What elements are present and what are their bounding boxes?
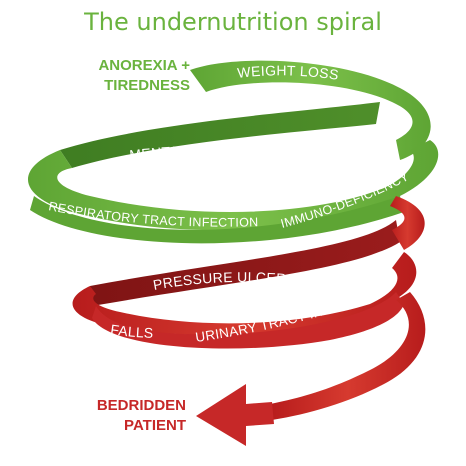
end-label-line1: BEDRIDDEN bbox=[97, 397, 186, 414]
end-label-line2: PATIENT bbox=[124, 417, 186, 434]
red-ribbon-lower-band bbox=[92, 292, 404, 349]
red-ribbon-curl bbox=[270, 292, 426, 420]
red-ribbon-descent bbox=[390, 196, 425, 250]
diagram-title: The undernutrition spiral bbox=[83, 8, 382, 36]
stage-falls: FALLS bbox=[110, 321, 154, 341]
start-label-line1: ANOREXIA + bbox=[98, 57, 190, 74]
green-ribbon-middle bbox=[27, 140, 439, 231]
green-ribbon-back-upper bbox=[60, 102, 380, 168]
green-ribbon-front-band bbox=[30, 196, 404, 244]
start-label-line2: TIREDNESS bbox=[104, 77, 190, 94]
red-ribbon-upper-loop bbox=[72, 252, 417, 335]
red-arrow bbox=[196, 384, 274, 446]
stage-weight-loss: WEIGHT LOSS bbox=[237, 62, 340, 83]
stage-mental-disorders: MENTAL DISORDERS bbox=[129, 142, 278, 163]
red-ribbon-back bbox=[90, 220, 400, 306]
green-ribbon-top bbox=[190, 60, 431, 160]
